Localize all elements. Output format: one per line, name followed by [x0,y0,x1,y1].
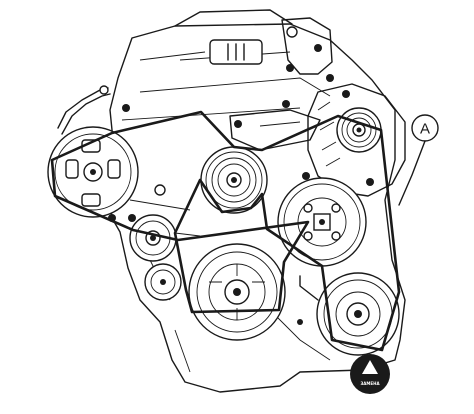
callout-label: A [420,121,430,138]
coolant-pipe [57,85,111,135]
water-pump-pulley [277,177,367,267]
roller-left [144,263,182,301]
tensioner-bracket [229,100,321,151]
drive-belt [50,110,401,352]
crankshaft-pulley [188,243,286,341]
callout-a: A [398,114,439,206]
watermark-logo: ЗАМЕНА [350,354,390,394]
idler-pulley [200,146,268,214]
engine-mount-bracket [281,17,334,82]
power-steering-pulley [47,126,139,218]
watermark-text: ЗАМЕНА [360,381,380,386]
ac-compressor-pulley [299,272,400,356]
cylinder-head [139,9,293,65]
